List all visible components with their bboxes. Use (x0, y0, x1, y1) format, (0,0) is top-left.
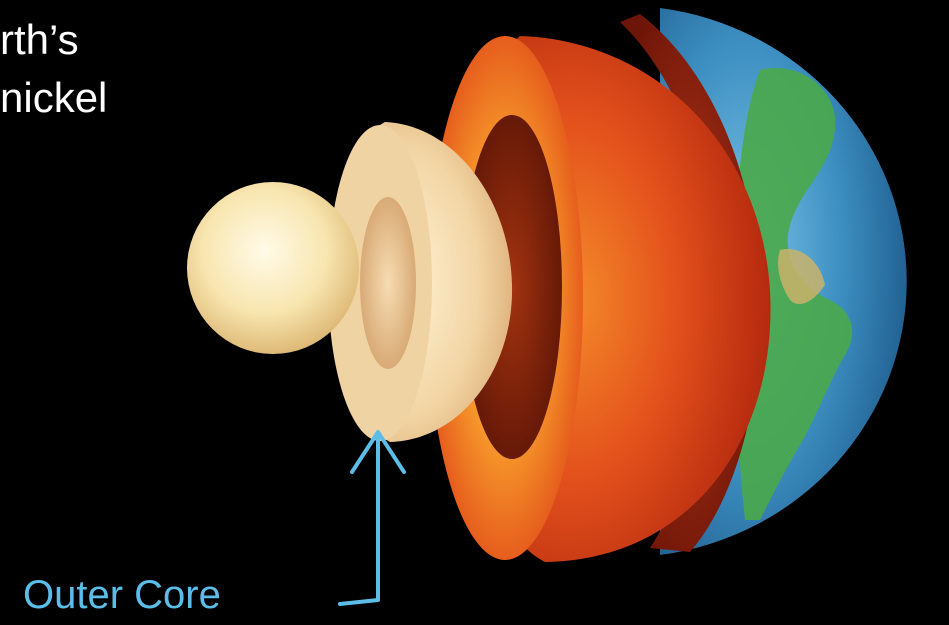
outer-core-layer (328, 122, 513, 442)
outer-core-label: Outer Core (23, 573, 221, 617)
continent-detail (778, 249, 825, 305)
inner-core (187, 182, 359, 354)
arrow-icon (338, 430, 406, 606)
outer-core-cavity (360, 197, 416, 369)
slide-text-line-2: nickel (0, 74, 108, 121)
slide-text-line-1: rth’s (0, 16, 79, 63)
